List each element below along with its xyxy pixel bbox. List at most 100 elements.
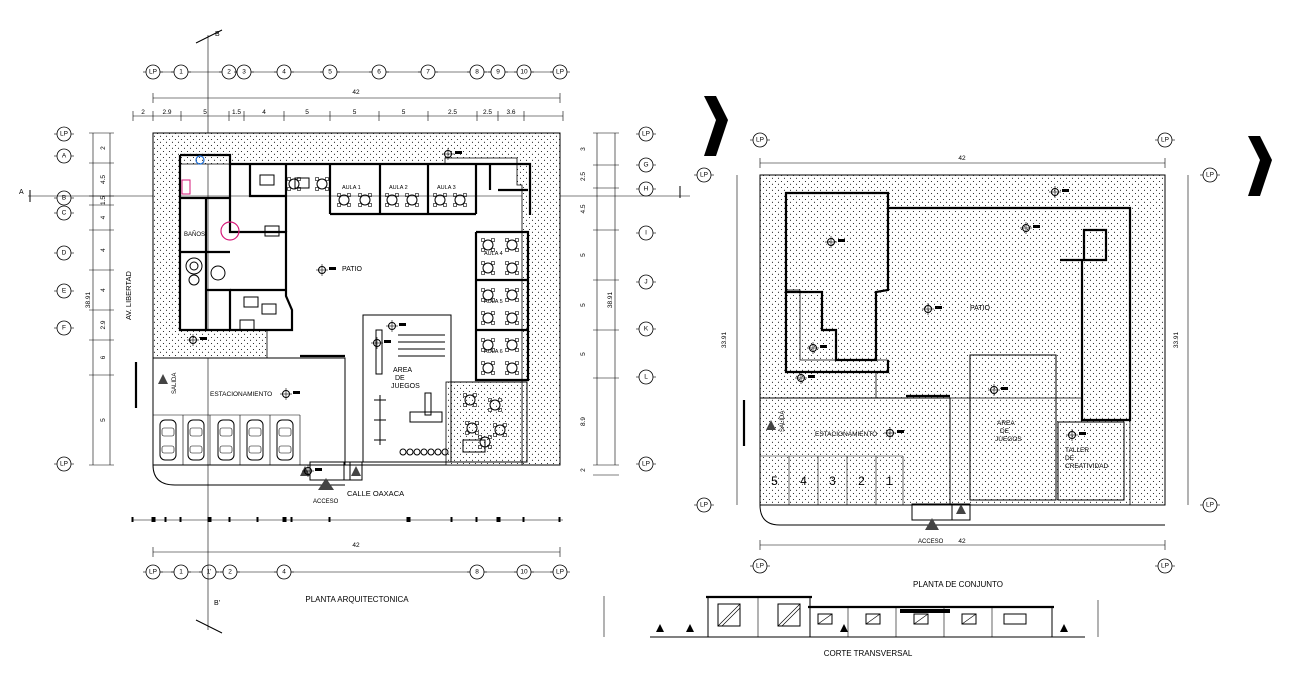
site-axis-bubble-1: LP xyxy=(1155,132,1175,148)
axis-bubble-top-5-text: 5 xyxy=(328,69,332,76)
axis-bubble-bottom-1: 1 xyxy=(171,564,191,580)
table-icon xyxy=(287,177,301,191)
level-marker-icon xyxy=(825,236,845,248)
left-dim-5: 4 xyxy=(100,288,107,292)
site-axis-bubble-5-text: LP xyxy=(1206,502,1214,509)
site-juegos-1: AREA xyxy=(997,420,1015,427)
tyre xyxy=(413,448,421,456)
axis-bubble-right-2-text: H xyxy=(644,186,649,193)
juegos-label-2: DE xyxy=(395,375,405,382)
right-dim-3: 5 xyxy=(580,253,587,257)
window-icon xyxy=(961,613,977,625)
left-dim-0: 2 xyxy=(100,146,107,150)
table-icon xyxy=(488,398,502,412)
parking-spot-0: 5 xyxy=(771,474,778,488)
axis-bubble-bottom-0: LP xyxy=(143,564,163,580)
top-dim-1: 2.9 xyxy=(162,109,171,116)
site-access-label: ACCESO xyxy=(918,539,944,545)
axis-bubble-right-1: G xyxy=(636,157,656,173)
site-boundary xyxy=(152,132,561,466)
axis-bubble-right-6-text: L xyxy=(644,374,648,381)
axis-bubble-right-5-text: K xyxy=(644,326,649,333)
site-patio-label: PATIO xyxy=(970,305,991,312)
axis-bubble-left-1-text: A xyxy=(62,153,67,160)
table-icon xyxy=(505,261,519,275)
table-icon xyxy=(481,311,495,325)
axis-bubble-top-6: 6 xyxy=(369,64,389,80)
site-parking-label: ESTACIONAMIENTO xyxy=(815,431,877,438)
site-exit-label: SALIDA xyxy=(780,411,786,432)
site-width-bottom: 42 xyxy=(958,538,966,545)
axis-bubble-bottom-6: 10 xyxy=(514,564,534,580)
level-marker-icon xyxy=(795,372,815,384)
level-marker-icon xyxy=(280,388,300,400)
parking-spot-2: 3 xyxy=(829,474,836,488)
table-icon xyxy=(505,361,519,375)
table-icon xyxy=(505,238,519,252)
parking-spot-1: 4 xyxy=(800,474,807,488)
axis-bubble-top-7: 7 xyxy=(418,64,438,80)
table-icon xyxy=(405,193,419,207)
exit-label: SALIDA xyxy=(172,373,178,394)
site-garden xyxy=(759,174,1166,506)
table-icon xyxy=(358,193,372,207)
axis-bubble-left-7-text: LP xyxy=(60,461,68,468)
axis-bubble-top-9: 9 xyxy=(488,64,508,80)
axis-bubble-bottom-6-text: 10 xyxy=(520,569,528,576)
axis-bubble-top-10: 10 xyxy=(514,64,534,80)
axis-bubble-top-7-text: 7 xyxy=(426,69,430,76)
site-axis-bubble-5: LP xyxy=(1200,497,1220,513)
axis-bubble-right-4: J xyxy=(636,274,656,290)
cross-section: CORTE TRANSVERSAL xyxy=(603,595,1099,658)
car-icon xyxy=(246,419,264,461)
axis-bubble-right-4-text: J xyxy=(644,279,647,286)
desk xyxy=(261,303,277,315)
table-icon xyxy=(505,288,519,302)
axis-bubble-right-3-text: I xyxy=(645,230,647,237)
axis-bubble-left-0-text: LP xyxy=(60,131,68,138)
level-marker-icon xyxy=(884,427,904,439)
site-play-area xyxy=(969,354,1057,501)
table-icon xyxy=(481,361,495,375)
right-dim-6: 8.9 xyxy=(580,417,587,426)
axis-bubble-top-8: 8 xyxy=(467,64,487,80)
parking-label: ESTACIONAMIENTO xyxy=(210,391,272,398)
site-taller-3: CREATIVIDAD xyxy=(1065,463,1109,470)
site-axis-bubble-6-text: LP xyxy=(756,563,764,570)
left-dim-3: 4 xyxy=(100,215,107,219)
site-taller-2: DE xyxy=(1065,455,1075,462)
axis-bubble-left-4: D xyxy=(54,245,74,261)
axis-bubble-top-11-text: LP xyxy=(556,69,564,76)
left-dim-4: 4 xyxy=(100,248,107,252)
aula4-label: AULA 4 xyxy=(484,251,503,257)
axis-bubble-right-1-text: G xyxy=(643,162,648,169)
axis-bubble-left-5-text: E xyxy=(62,288,67,295)
axis-bubble-left-2: B xyxy=(54,190,74,206)
table-icon xyxy=(453,193,467,207)
table-icon xyxy=(481,238,495,252)
table-icon xyxy=(505,338,519,352)
level-marker-icon xyxy=(187,334,207,346)
level-marker-icon xyxy=(1066,429,1086,441)
desk xyxy=(239,319,255,331)
table-icon xyxy=(385,193,399,207)
north-arrow-icon-2 xyxy=(1248,136,1272,196)
axis-bubble-left-3-text: C xyxy=(62,210,67,217)
level-marker-icon xyxy=(386,320,406,332)
site-axis-bubble-2: LP xyxy=(694,167,714,183)
axis-bubble-top-10-text: 10 xyxy=(520,69,528,76)
axis-bubble-left-1: A xyxy=(54,148,74,164)
site-axis-bubble-7-text: LP xyxy=(1161,563,1169,570)
street-left-label: AV. LIBERTAD xyxy=(124,271,133,320)
axis-bubble-left-0: LP xyxy=(54,126,74,142)
aula3-label: AULA 3 xyxy=(437,185,456,191)
desk xyxy=(259,174,275,186)
juegos-label-1: AREA xyxy=(393,367,412,374)
site-axis-bubble-1-text: LP xyxy=(1161,137,1169,144)
building-block-main xyxy=(888,206,1132,422)
top-dim-2: 5 xyxy=(203,109,207,116)
axis-bubble-bottom-7-text: LP xyxy=(556,569,564,576)
right-dim-7: 2 xyxy=(580,468,587,472)
top-dim-10: 3.6 xyxy=(506,109,515,116)
